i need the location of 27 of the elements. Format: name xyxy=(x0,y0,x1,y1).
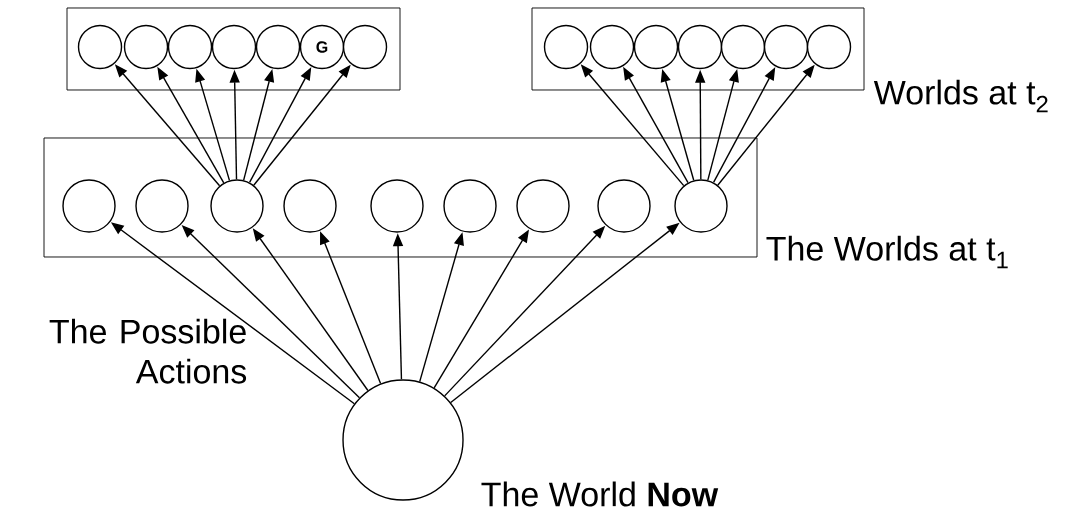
world-circle xyxy=(77,24,123,70)
world-circle xyxy=(443,179,497,233)
world-circle xyxy=(62,179,116,233)
world-circle xyxy=(123,24,169,70)
world-circle xyxy=(167,24,213,70)
world-circle xyxy=(135,179,189,233)
world-circle xyxy=(677,24,723,70)
world-circle xyxy=(543,24,589,70)
world-circle xyxy=(342,379,464,501)
world-circle xyxy=(589,24,635,70)
world-circle xyxy=(806,24,852,70)
world-circle xyxy=(283,179,337,233)
annotation: The Possible Actions xyxy=(49,318,247,384)
world-circle xyxy=(210,179,264,233)
world-circle xyxy=(633,24,679,70)
world-circle xyxy=(597,179,651,233)
node-caption: The World Now xyxy=(481,481,719,507)
world-circle xyxy=(370,179,424,233)
world-circle xyxy=(516,179,570,233)
world-circle xyxy=(255,24,301,70)
world-circle xyxy=(763,24,809,70)
world-circle xyxy=(720,24,766,70)
world-circle xyxy=(342,24,388,70)
box-heading: The Worlds at t$_{1}$ xyxy=(766,235,1008,269)
world-circle xyxy=(674,179,728,233)
box-heading: Worlds at t$_{2}$ xyxy=(873,79,1048,113)
world-circle xyxy=(211,24,257,70)
